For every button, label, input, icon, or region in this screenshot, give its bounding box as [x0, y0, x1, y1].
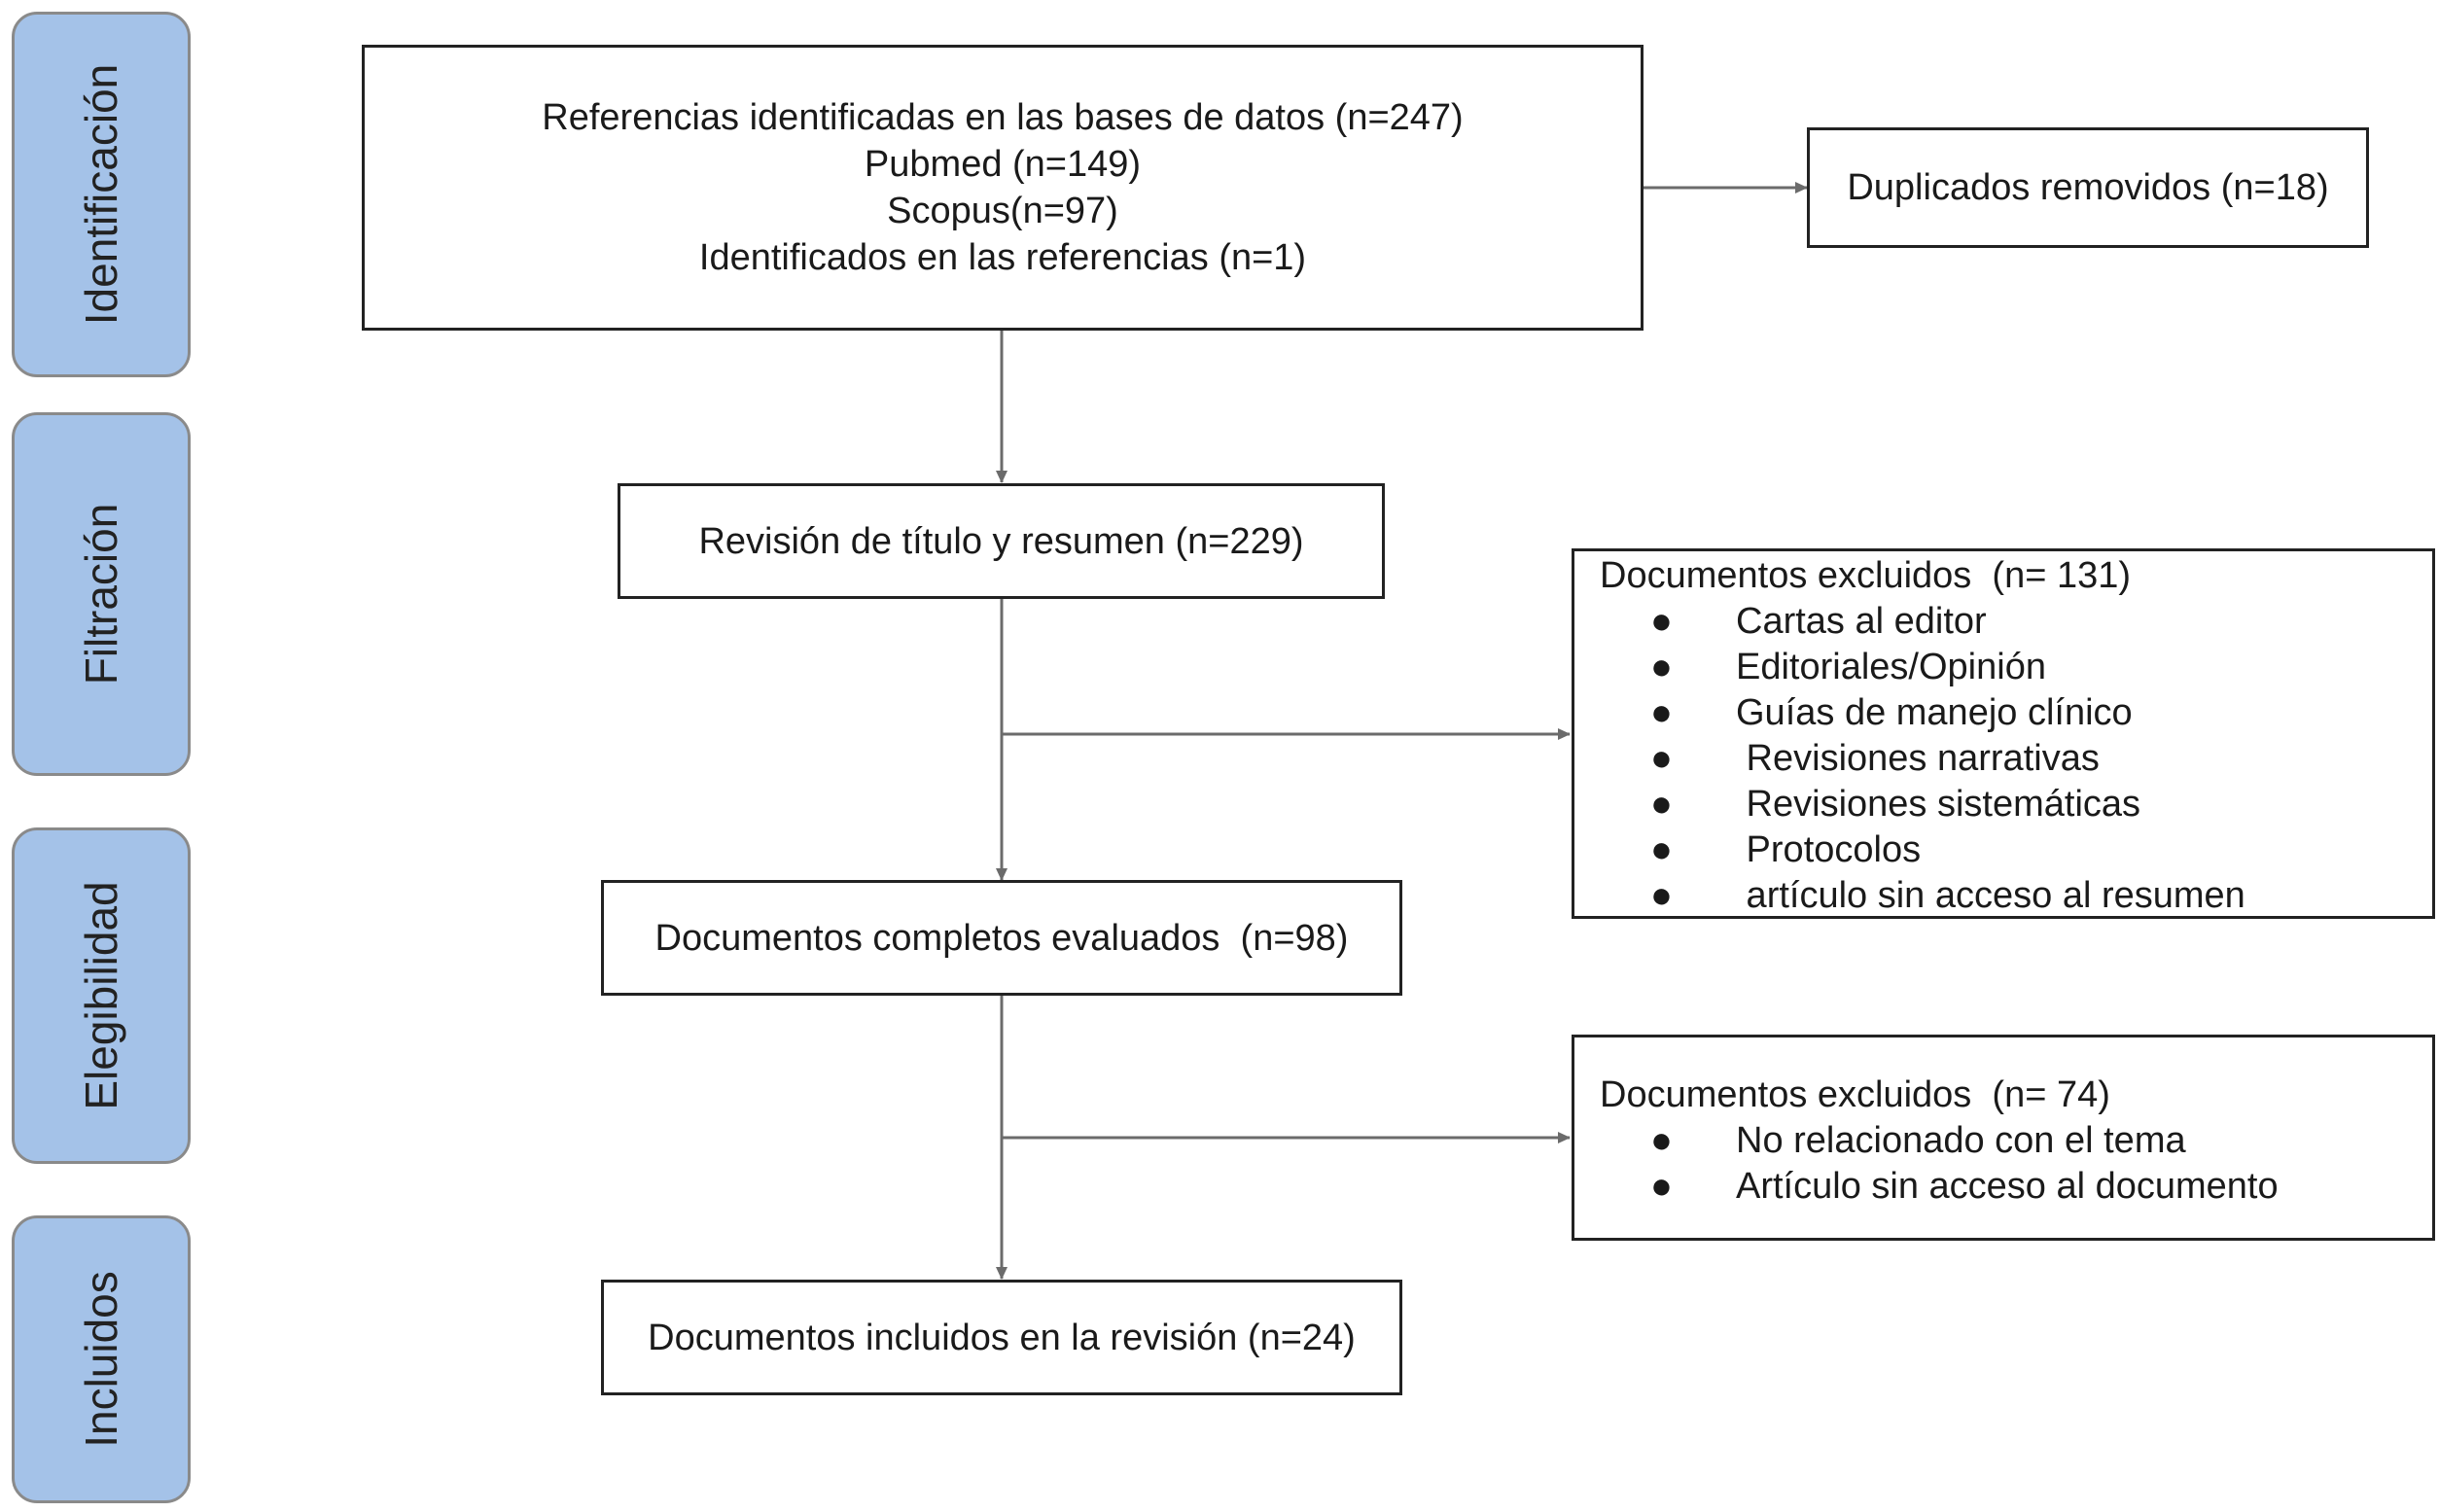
- list-item: ● Guías de manejo clínico: [1600, 690, 2432, 736]
- bullet-icon: ●: [1650, 738, 1673, 779]
- excluded-reason: Artículo sin acceso al documento: [1736, 1166, 2279, 1207]
- bullet-icon: ●: [1650, 1120, 1673, 1161]
- excluded-reason: Guías de manejo clínico: [1736, 692, 2133, 733]
- excluded-reason: Revisiones narrativas: [1736, 738, 2100, 779]
- duplicates-text: Duplicados removidos (n=18): [1847, 167, 2329, 208]
- bullet-icon: ●: [1650, 601, 1673, 642]
- identified-line: Identificados en las referencias (n=1): [698, 237, 1307, 278]
- fulltext-text: Documentos completos evaluados (n=98): [654, 917, 1349, 959]
- stage-identificacion: Identificación: [12, 12, 191, 377]
- stage-elegibilidad: Elegibilidad: [12, 827, 191, 1164]
- excluded-reason: Revisiones sistemáticas: [1736, 784, 2141, 825]
- excluded-reason: Cartas al editor: [1736, 601, 1987, 642]
- excluded-reason: Editoriales/Opinión: [1736, 647, 2046, 687]
- excluded-title: Documentos excluidos (n= 74): [1600, 1074, 2110, 1115]
- excluded-fulltext-box: Documentos excluidos (n= 74) ● No relacio…: [1572, 1035, 2435, 1241]
- bullet-icon: ●: [1650, 875, 1673, 916]
- identified-line: Referencias identificadas en las bases d…: [542, 97, 1464, 138]
- bullet-icon: ●: [1650, 829, 1673, 870]
- included-box: Documentos incluidos en la revisión (n=2…: [601, 1280, 1402, 1395]
- list-item: ● Revisiones narrativas: [1600, 736, 2432, 782]
- excluded-reasons-list: ● No relacionado con el tema ● Artículo si…: [1600, 1118, 2432, 1210]
- stage-filtracion: Filtración: [12, 412, 191, 776]
- excluded-reason: artículo sin acceso al resumen: [1736, 875, 2245, 916]
- bullet-icon: ●: [1650, 1166, 1673, 1207]
- list-item: ● No relacionado con el tema: [1600, 1118, 2432, 1164]
- bullet-icon: ●: [1650, 647, 1673, 687]
- screening-text: Revisión de título y resumen (n=229): [698, 520, 1304, 562]
- excluded-title: Documentos excluidos (n= 131): [1600, 555, 2132, 596]
- excluded-reason: Protocolos: [1736, 829, 1922, 870]
- fulltext-box: Documentos completos evaluados (n=98): [601, 880, 1402, 996]
- duplicates-removed-box: Duplicados removidos (n=18): [1807, 127, 2369, 248]
- list-item: ● Artículo sin acceso al documento: [1600, 1164, 2432, 1210]
- included-text: Documentos incluidos en la revisión (n=2…: [648, 1317, 1356, 1358]
- identified-line: Pubmed (n=149): [864, 144, 1142, 185]
- list-item: ● Revisiones sistemáticas: [1600, 782, 2432, 827]
- screening-box: Revisión de título y resumen (n=229): [618, 483, 1385, 599]
- stage-incluidos: Incluidos: [12, 1215, 191, 1503]
- bullet-icon: ●: [1650, 692, 1673, 733]
- identified-line: Scopus(n=97): [887, 191, 1118, 231]
- list-item: ● Protocolos: [1600, 827, 2432, 873]
- list-item: ● Editoriales/Opinión: [1600, 645, 2432, 690]
- excluded-screening-box: Documentos excluidos (n= 131) ● Cartas al…: [1572, 548, 2435, 919]
- identified-records-box: Referencias identificadas en las bases d…: [362, 45, 1644, 331]
- excluded-reason: No relacionado con el tema: [1736, 1120, 2186, 1161]
- list-item: ● Cartas al editor: [1600, 599, 2432, 645]
- excluded-reasons-list: ● Cartas al editor ● Editoriales/Opinión ●…: [1600, 599, 2432, 919]
- list-item: ● artículo sin acceso al resumen: [1600, 873, 2432, 919]
- bullet-icon: ●: [1650, 784, 1673, 825]
